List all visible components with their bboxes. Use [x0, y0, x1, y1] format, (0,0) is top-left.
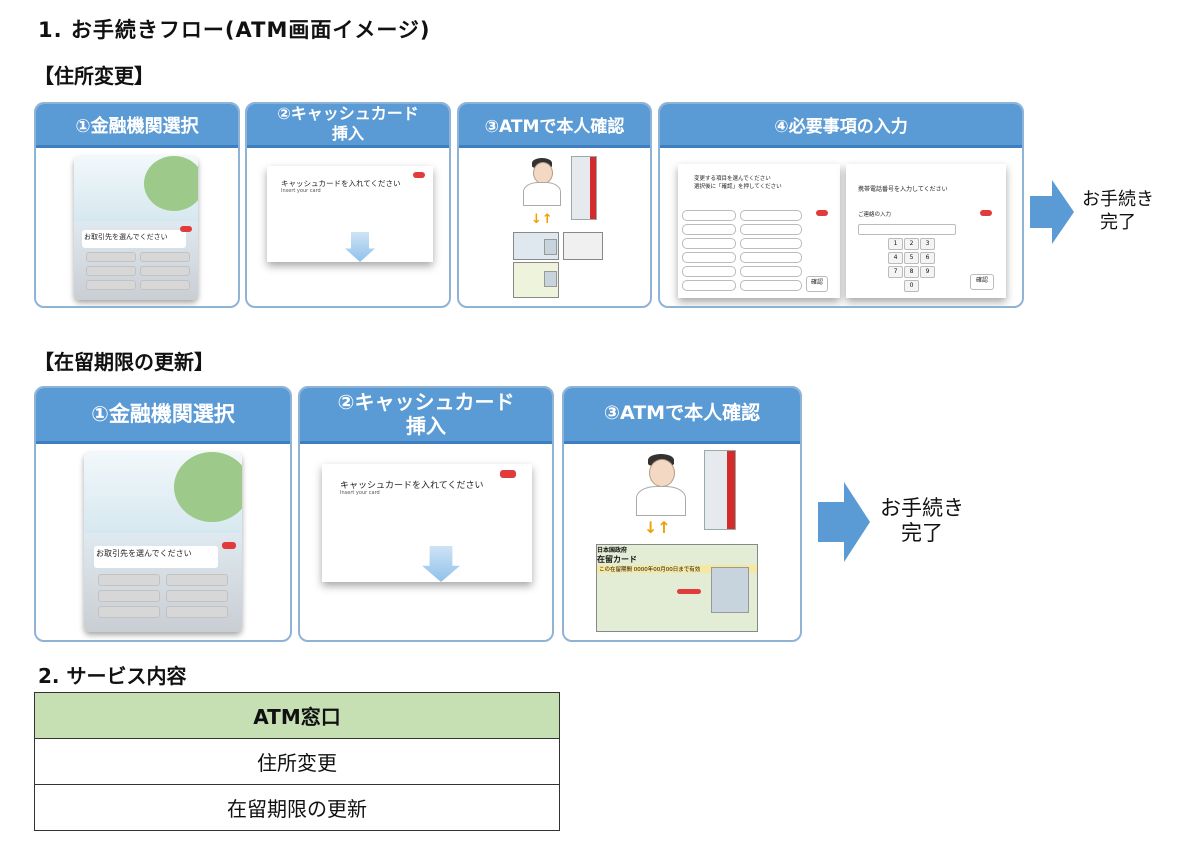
table-header-row: ATM窓口: [34, 692, 560, 739]
input-prompt: 変更する項目を選んでください: [694, 176, 771, 182]
step-panel-insert-card: ②キャッシュカード 挿入 キャッシュカードを入れてください Insert you…: [245, 102, 451, 308]
bank-select-prompt: お取引先を選んでください: [82, 230, 186, 248]
step-tab: ②キャッシュカード 挿入: [300, 388, 552, 444]
bank-select-screen: お取引先を選んでください: [74, 156, 198, 300]
id-card-icon: [513, 232, 559, 260]
step-tab: ③ATMで本人確認: [564, 388, 800, 444]
service-table: ATM窓口 住所変更 在留期限の更新: [34, 692, 560, 831]
step-tab: ②キャッシュカード 挿入: [247, 104, 449, 148]
section-heading-flow: 1. お手続きフロー(ATM画面イメージ): [38, 18, 431, 42]
confirm-button: 確認: [806, 276, 828, 292]
table-header-cell: ATM窓口: [34, 692, 560, 739]
step-panel-identity: ③ATMで本人確認 ↓↑ 日本国政府 在留カード この在留期間 0000年00月…: [562, 386, 802, 642]
keypad-key: 6: [920, 252, 935, 264]
step-tab: ④必要事項の入力: [660, 104, 1022, 148]
step-panel-bank-select: ①金融機関選択 お取引先を選んでください: [34, 386, 292, 642]
completion-label: お手続き 完了: [866, 496, 978, 546]
step-label: 挿入: [406, 414, 446, 438]
insert-card-screen: キャッシュカードを入れてください Insert your card: [267, 166, 433, 262]
card-expiry: この在留期間 0000年00月00日まで有効: [597, 565, 757, 573]
input-prompt: 携帯電話番号を入力してください: [858, 186, 948, 193]
step-label: ④必要事項の入力: [774, 117, 908, 137]
bank-select-screen: お取引先を選んでください: [84, 452, 242, 632]
section-heading-service: 2. サービス内容: [38, 664, 187, 688]
step-tab: ①金融機関選択: [36, 388, 290, 444]
step-label: ③ATMで本人確認: [484, 117, 625, 137]
step-label: ①金融機関選択: [91, 402, 235, 426]
keypad-key: 0: [904, 280, 919, 292]
person-icon: [634, 454, 686, 518]
step-panel-input: ④必要事項の入力 変更する項目を選んでください 選択後に「確認」を押してください…: [658, 102, 1024, 308]
completion-label: お手続き 完了: [1070, 188, 1166, 234]
completion-line: お手続き: [880, 496, 964, 520]
contact-label: ご連絡の入力: [858, 212, 892, 218]
step-label: ②キャッシュカード: [337, 390, 515, 414]
up-down-arrows-icon: ↓↑: [644, 518, 671, 537]
keypad-key: 4: [888, 252, 903, 264]
insert-card-screen: キャッシュカードを入れてください Insert your card: [322, 464, 532, 582]
step-label: ①金融機関選択: [75, 116, 199, 137]
step-tab: ①金融機関選択: [36, 104, 238, 148]
keypad-key: 3: [920, 238, 935, 250]
keypad-key: 8: [904, 266, 919, 278]
step-panel-bank-select: ①金融機関選択 お取引先を選んでください: [34, 102, 240, 308]
card-photo: [711, 567, 749, 613]
step-panel-insert-card: ②キャッシュカード 挿入 キャッシュカードを入れてください Insert you…: [298, 386, 554, 642]
card-title: 在留カード: [597, 555, 637, 564]
insert-card-sub: Insert your card: [281, 188, 321, 194]
right-arrow-icon: [818, 482, 870, 562]
atm-machine-icon: [704, 450, 736, 530]
card-country: 日本国政府: [597, 547, 628, 554]
person-icon: [521, 158, 561, 208]
step-tab: ③ATMで本人確認: [459, 104, 650, 148]
keypad-key: 7: [888, 266, 903, 278]
table-cell: 在留期限の更新: [34, 784, 560, 831]
right-arrow-icon: [1030, 180, 1074, 244]
insert-card-sub: Insert your card: [340, 490, 380, 496]
keypad-key: 2: [904, 238, 919, 250]
keypad-key: 9: [920, 266, 935, 278]
insert-card-prompt: キャッシュカードを入れてください: [340, 481, 484, 491]
completion-line: 完了: [901, 521, 943, 545]
table-cell: 住所変更: [34, 738, 560, 785]
up-down-arrows-icon: ↓↑: [531, 212, 553, 227]
id-card-icon: [563, 232, 603, 260]
input-prompt: 選択後に「確認」を押してください: [694, 184, 782, 190]
section-title-address-change: 【住所変更】: [34, 64, 154, 88]
table-row: 在留期限の更新: [34, 784, 560, 831]
keypad-key: 5: [904, 252, 919, 264]
residence-card: 日本国政府 在留カード この在留期間 0000年00月00日まで有効: [596, 544, 758, 632]
atm-machine-icon: [571, 156, 597, 220]
input-item-screen: 変更する項目を選んでください 選択後に「確認」を押してください 確認: [678, 164, 840, 298]
confirm-button: 確認: [970, 274, 994, 290]
id-card-icon: [513, 262, 559, 298]
down-arrow-icon: [345, 232, 375, 262]
keypad-key: 1: [888, 238, 903, 250]
step-label: ③ATMで本人確認: [603, 402, 761, 424]
table-row: 住所変更: [34, 738, 560, 785]
insert-card-prompt: キャッシュカードを入れてください: [281, 179, 401, 188]
step-label: 挿入: [331, 124, 364, 143]
step-panel-identity: ③ATMで本人確認 ↓↑: [457, 102, 652, 308]
completion-line: 完了: [1100, 212, 1136, 233]
bank-select-prompt: お取引先を選んでください: [94, 546, 218, 568]
section-title-residence-renewal: 【在留期限の更新】: [34, 350, 214, 374]
completion-line: お手続き: [1082, 189, 1154, 210]
down-arrow-icon: [422, 546, 460, 582]
step-label: ②キャッシュカード: [277, 104, 419, 123]
